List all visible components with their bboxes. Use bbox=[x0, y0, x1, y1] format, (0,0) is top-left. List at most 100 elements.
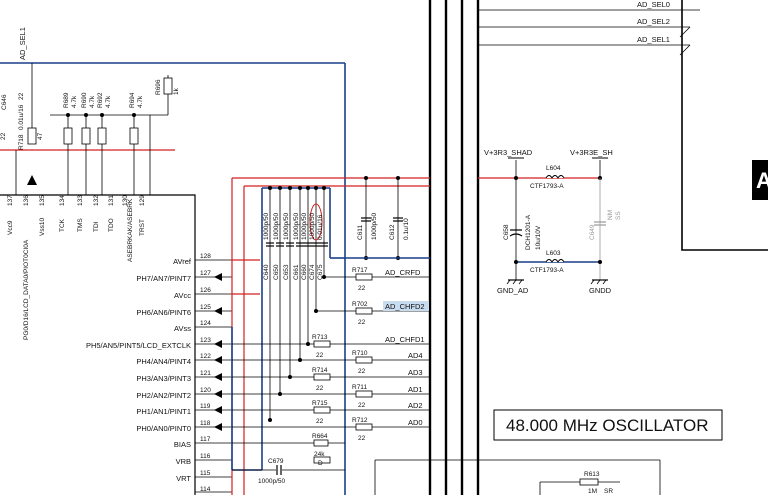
pin-num-126: 126 bbox=[200, 287, 211, 294]
fcap-6-ref: C675 bbox=[317, 264, 324, 280]
label-c612-v: 0.1u/10 bbox=[403, 218, 410, 240]
sres-3-net: AD4 bbox=[408, 351, 423, 360]
r664-value: 24k bbox=[314, 451, 325, 458]
top-pin-num-4: 133 bbox=[77, 195, 84, 206]
pin-num-119: 119 bbox=[200, 403, 211, 410]
top-pin-name-3: TCK bbox=[59, 218, 66, 232]
pin-num-117: 117 bbox=[200, 436, 211, 443]
ic-pin-labels: 128 AVref 127 PH7/AN7/PINT7 126 AVcc 125… bbox=[86, 253, 211, 493]
sres-0-value: 22 bbox=[358, 285, 366, 292]
pin-num-118: 118 bbox=[200, 420, 211, 427]
pin-num-121: 121 bbox=[200, 370, 211, 377]
top-pin-name-4: TMS bbox=[77, 218, 84, 232]
top-pin-num-2: 135 bbox=[39, 195, 46, 206]
pullup-2-value: 4.7k bbox=[105, 95, 112, 108]
ic-top-pins: 137 Vcc9 136 PG0/D16/LCD_DATA0/PIOT0CI0A… bbox=[7, 195, 146, 340]
label-c658-v: 10u/10V bbox=[535, 225, 542, 250]
top-pin-name-8: TRST bbox=[139, 219, 146, 236]
pin-num-123: 123 bbox=[200, 337, 211, 344]
label-c658-part: DCH1201-A bbox=[525, 214, 532, 250]
fcap-6-value: 0.01u/16 bbox=[317, 214, 324, 240]
r664-tol: D bbox=[318, 460, 323, 467]
fcap-2-value: 1000p/50 bbox=[283, 213, 290, 240]
res-r718 bbox=[27, 127, 37, 145]
pullup-0-ref: R689 bbox=[63, 92, 70, 108]
sres-2-net: AD_CHFD1 bbox=[385, 335, 425, 344]
label-c611: C611 bbox=[357, 225, 364, 240]
pin-num-114: 114 bbox=[200, 486, 211, 493]
pullup-1-ref: R690 bbox=[81, 92, 88, 108]
fcap-0-value: 1000p/50 bbox=[263, 213, 270, 240]
right-bus-lines bbox=[428, 0, 480, 495]
bus-label-ad-sel1: AD_SEL1 bbox=[637, 35, 670, 44]
pin-name-117: BIAS bbox=[174, 440, 191, 449]
cap-c646-ref: C646 bbox=[1, 94, 8, 110]
pin-name-127: PH7/AN7/PINT7 bbox=[136, 274, 191, 283]
top-pin-num-5: 132 bbox=[93, 195, 100, 206]
top-pin-name-1: PG0/D16/LCD_DATA0/PIOT0CI0A bbox=[23, 239, 30, 340]
oscillator-label: 48.000 MHz OSCILLATOR bbox=[506, 416, 709, 435]
label-c612: C612 bbox=[389, 224, 396, 240]
pullup-0-value: 4.7k bbox=[71, 95, 78, 108]
label-c658: C658 bbox=[503, 224, 510, 240]
label-gndd: GNDD bbox=[589, 286, 612, 295]
input-arrow-icon bbox=[27, 175, 37, 185]
top-pin-name-0: Vcc9 bbox=[7, 220, 14, 235]
pin-name-128: AVref bbox=[173, 257, 192, 266]
filter-cap-labels: 1000p/50 C640 1000p/50 C650 1000p/50 C65… bbox=[263, 213, 324, 280]
sres-5-value: 22 bbox=[358, 402, 366, 409]
sres-5-ref: R711 bbox=[352, 384, 367, 391]
sres-3-ref: R710 bbox=[352, 350, 368, 357]
pin-name-115: VRT bbox=[176, 474, 191, 483]
res-r718-value: 47 bbox=[37, 132, 44, 140]
sres-4-net: AD3 bbox=[408, 368, 423, 377]
fcap-3-value: 1000p/50 bbox=[293, 213, 300, 240]
sres-0-net: AD_CRFD bbox=[385, 268, 421, 277]
pin-name-126: AVcc bbox=[174, 291, 191, 300]
sres-1-value: 22 bbox=[358, 319, 366, 326]
power-section bbox=[345, 157, 608, 285]
signal-wires bbox=[232, 276, 430, 428]
res-r664 bbox=[313, 439, 329, 447]
top-pin-extra-1: 22 bbox=[0, 132, 7, 140]
sres-6-net: AD2 bbox=[408, 401, 423, 410]
bus-signal-lines bbox=[478, 9, 700, 56]
top-pin-name-5: TDI bbox=[93, 221, 100, 232]
fcap-3-ref: C661 bbox=[293, 264, 300, 280]
pullup-2-ref: R692 bbox=[97, 92, 104, 108]
label-l603: L603 bbox=[546, 250, 561, 257]
bus-label-ad-sel2: AD_SEL2 bbox=[637, 17, 670, 26]
fcap-5-ref: C674 bbox=[309, 264, 316, 280]
filter-cap-block bbox=[232, 186, 345, 471]
pin-name-116: VRB bbox=[176, 457, 191, 466]
pullup-resistors bbox=[50, 75, 173, 195]
sres-7-ref: R712 bbox=[352, 417, 368, 424]
pullup-3-ref: R694 bbox=[129, 92, 136, 108]
corner-char: A bbox=[756, 168, 768, 193]
label-c649-ss: SS bbox=[615, 211, 622, 220]
ic-right-pins bbox=[195, 259, 232, 493]
sres-0-ref: R717 bbox=[352, 267, 368, 274]
pin-name-118: PH0/AN0/PINT0 bbox=[136, 424, 191, 433]
sres-3-value: 22 bbox=[358, 368, 366, 375]
res-r613 bbox=[579, 478, 599, 486]
r613-ref: R613 bbox=[584, 471, 600, 478]
pullup-3-value: 4.7k bbox=[137, 95, 144, 108]
bus-label-ad-sel0: AD_SEL0 bbox=[637, 0, 670, 9]
corner-block bbox=[752, 160, 768, 200]
label-l603-part: CTF1793-A bbox=[530, 267, 564, 274]
top-pin-num-6: 131 bbox=[108, 195, 115, 206]
cap-c646-value: 0.01u/16 bbox=[18, 104, 25, 130]
sres-1-ref: R702 bbox=[352, 301, 368, 308]
label-l604: L604 bbox=[546, 165, 561, 172]
fcap-5-value: 1000p/50 bbox=[309, 213, 316, 240]
pin-name-121: PH3/AN3/PINT3 bbox=[136, 374, 191, 383]
pin-num-115: 115 bbox=[200, 470, 211, 477]
top-pin-num-3: 134 bbox=[59, 195, 66, 206]
pin-num-125: 125 bbox=[200, 304, 211, 311]
sres-2-ref: R713 bbox=[312, 334, 328, 341]
pin-name-119: PH1/AN1/PINT1 bbox=[136, 407, 191, 416]
top-pin-num-8: 129 bbox=[139, 195, 146, 206]
pullup-4-ref: R696 bbox=[155, 79, 162, 95]
